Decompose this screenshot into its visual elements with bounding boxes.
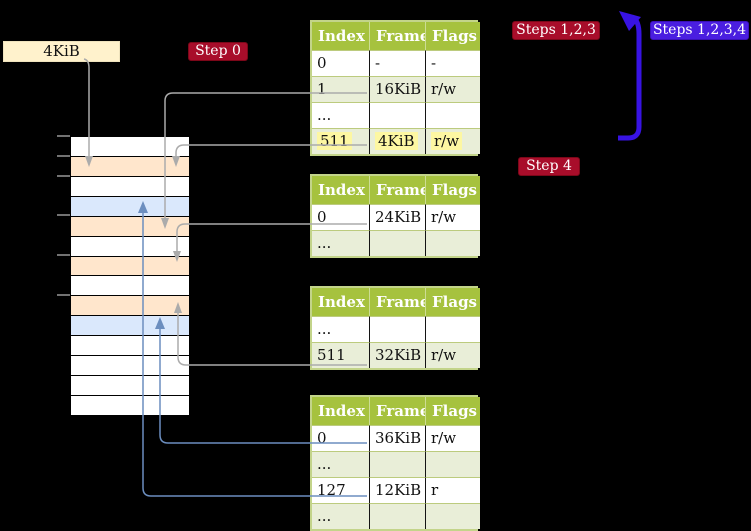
memory-frame-row — [71, 196, 189, 217]
frame-size-label: 4KiB — [3, 41, 120, 62]
memory-frame-row — [71, 395, 189, 415]
memory-frame-row — [71, 216, 189, 237]
address-ticks — [57, 135, 70, 296]
column-header: Flags — [425, 176, 480, 204]
table-cell: 511 — [312, 342, 369, 368]
memory-frame-row — [71, 276, 189, 297]
column-header: Flags — [425, 288, 480, 316]
table-cell — [425, 102, 480, 128]
step-4-badge: Step 4 — [518, 157, 580, 176]
table-cell: ... — [312, 102, 369, 128]
table-cell: 16KiB — [369, 76, 425, 102]
table-cell — [425, 316, 480, 342]
memory-frame-row — [71, 256, 189, 277]
page-table-3: Index Frame Flags ... 511 32KiB r/w — [310, 286, 480, 370]
table-cell: ... — [312, 230, 369, 256]
column-header: Frame — [369, 397, 429, 425]
memory-frame-row — [71, 137, 189, 157]
column-header: Index — [312, 397, 369, 425]
physical-memory-column — [70, 136, 190, 416]
memory-frame-row — [71, 156, 189, 177]
table-cell: 1 — [312, 76, 369, 102]
table-cell — [425, 451, 480, 477]
table-cell: 0 — [312, 204, 369, 230]
table-cell: ... — [312, 316, 369, 342]
page-table-2: Index Frame Flags 0 24KiB r/w ... — [310, 174, 480, 258]
table-cell — [425, 503, 480, 529]
table-cell: - — [425, 50, 480, 76]
steps-1234-badge: Steps 1,2,3,4 — [650, 21, 749, 40]
step-0-badge: Step 0 — [188, 42, 248, 61]
table-cell: 12KiB — [369, 477, 425, 503]
column-header: Index — [312, 288, 369, 316]
steps-123-badge: Steps 1,2,3 — [512, 21, 600, 40]
table-cell — [369, 102, 425, 128]
table-cell: r/w — [425, 204, 480, 230]
column-header: Flags — [425, 397, 480, 425]
table-cell — [425, 230, 480, 256]
table-cell: 127 — [312, 477, 369, 503]
memory-frame-row — [71, 376, 189, 396]
table-cell-highlighted: r/w — [425, 128, 480, 154]
table-cell-highlighted: 511 — [312, 128, 369, 154]
page-table-1: Index Frame Flags 0 - - 1 16KiB r/w ... … — [310, 20, 480, 156]
column-header: Index — [312, 176, 369, 204]
page-table-4: Index Frame Flags 0 36KiB r/w ... 127 12… — [310, 395, 480, 531]
column-header: Frame — [369, 22, 429, 50]
table-cell: 0 — [312, 425, 369, 451]
column-header: Flags — [425, 22, 480, 50]
table-cell — [369, 503, 425, 529]
table-cell: r — [425, 477, 480, 503]
table-cell-highlighted: 4KiB — [369, 128, 425, 154]
table-cell: 32KiB — [369, 342, 425, 368]
table-cell: ... — [312, 503, 369, 529]
table-cell: 36KiB — [369, 425, 425, 451]
column-header: Frame — [369, 288, 429, 316]
memory-frame-row — [71, 176, 189, 197]
table-cell: r/w — [425, 76, 480, 102]
table-cell: r/w — [425, 342, 480, 368]
memory-frame-row — [71, 236, 189, 257]
arrowhead-up-left-icon — [619, 11, 641, 31]
memory-frame-row — [71, 356, 189, 377]
memory-frame-row — [71, 336, 189, 357]
table-cell: 0 — [312, 50, 369, 76]
steps-loop-arrow — [618, 11, 642, 141]
table-cell: 24KiB — [369, 204, 425, 230]
column-header: Index — [312, 22, 369, 50]
memory-frame-row — [71, 316, 189, 337]
table-cell: - — [369, 50, 425, 76]
table-cell: r/w — [425, 425, 480, 451]
table-cell: ... — [312, 451, 369, 477]
table-cell — [369, 316, 425, 342]
memory-frame-row — [71, 296, 189, 317]
column-header: Frame — [369, 176, 429, 204]
table-cell — [369, 451, 425, 477]
table-cell — [369, 230, 425, 256]
